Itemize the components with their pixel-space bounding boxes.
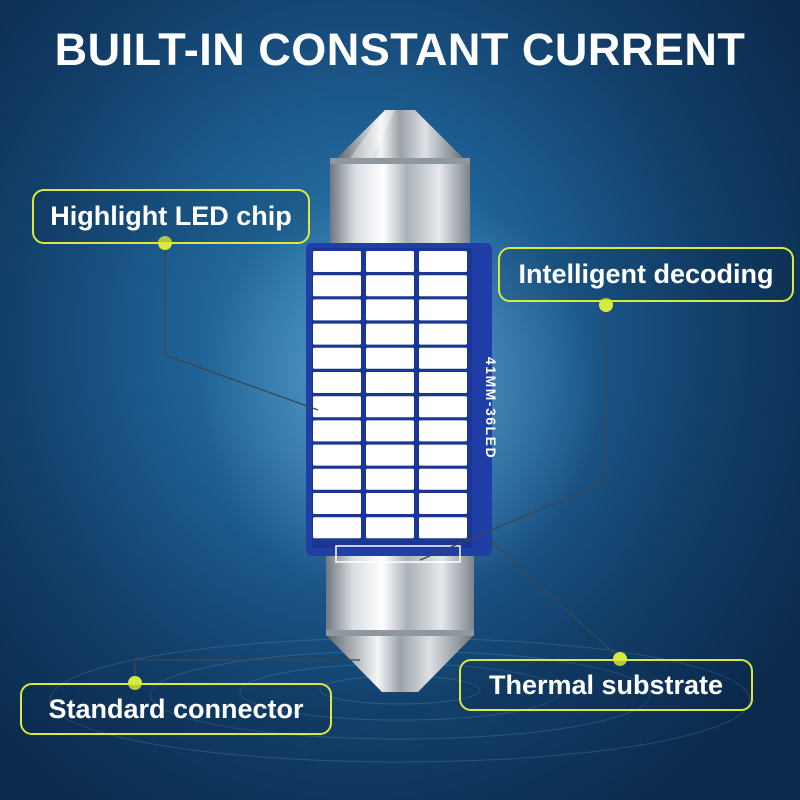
led-chip [419, 323, 467, 345]
led-chip [419, 444, 467, 466]
led-chip [313, 251, 361, 272]
led-chip [313, 323, 361, 345]
led-chip [313, 493, 361, 514]
bottom-metal-cap [326, 553, 474, 692]
led-chip [366, 517, 414, 539]
led-chip [366, 396, 414, 418]
led-chip [419, 396, 467, 418]
callout-standard-connector: Standard connector [20, 683, 332, 735]
leader-lines [134, 243, 621, 683]
led-chip [313, 372, 361, 393]
led-chip [419, 517, 467, 539]
led-chip [313, 275, 361, 297]
led-chip [419, 347, 467, 369]
led-chip [366, 323, 414, 345]
board-marking: 41MM-36LED [482, 333, 500, 483]
led-chip [366, 251, 414, 272]
callout-thermal-substrate: Thermal substrate [459, 659, 753, 711]
board-marking-text: 41MM-36LED [483, 356, 500, 460]
led-chip [366, 372, 414, 393]
led-chip [313, 517, 361, 539]
led-board [306, 243, 492, 563]
led-chip [366, 347, 414, 369]
top-metal-cap [330, 110, 470, 246]
led-chip [366, 468, 414, 490]
led-chip [366, 275, 414, 297]
led-chip [419, 251, 467, 272]
led-chip [313, 420, 361, 442]
led-chip [366, 444, 414, 466]
led-chip [366, 299, 414, 321]
led-chip [366, 420, 414, 442]
led-chip [419, 372, 467, 393]
led-chip [313, 468, 361, 490]
led-chip [313, 444, 361, 466]
led-chip [313, 396, 361, 418]
led-chip [419, 299, 467, 321]
led-chip [419, 275, 467, 297]
led-chip [366, 493, 414, 514]
headline: BUILT-IN CONSTANT CURRENT [54, 24, 746, 75]
callout-led-chip: Highlight LED chip [32, 189, 310, 244]
led-chip [313, 347, 361, 369]
callout-intelligent-decoding: Intelligent decoding [498, 247, 794, 302]
led-chip [419, 493, 467, 514]
led-chip-grid [313, 251, 467, 539]
led-chip [419, 468, 467, 490]
led-chip [313, 299, 361, 321]
led-chip [419, 420, 467, 442]
